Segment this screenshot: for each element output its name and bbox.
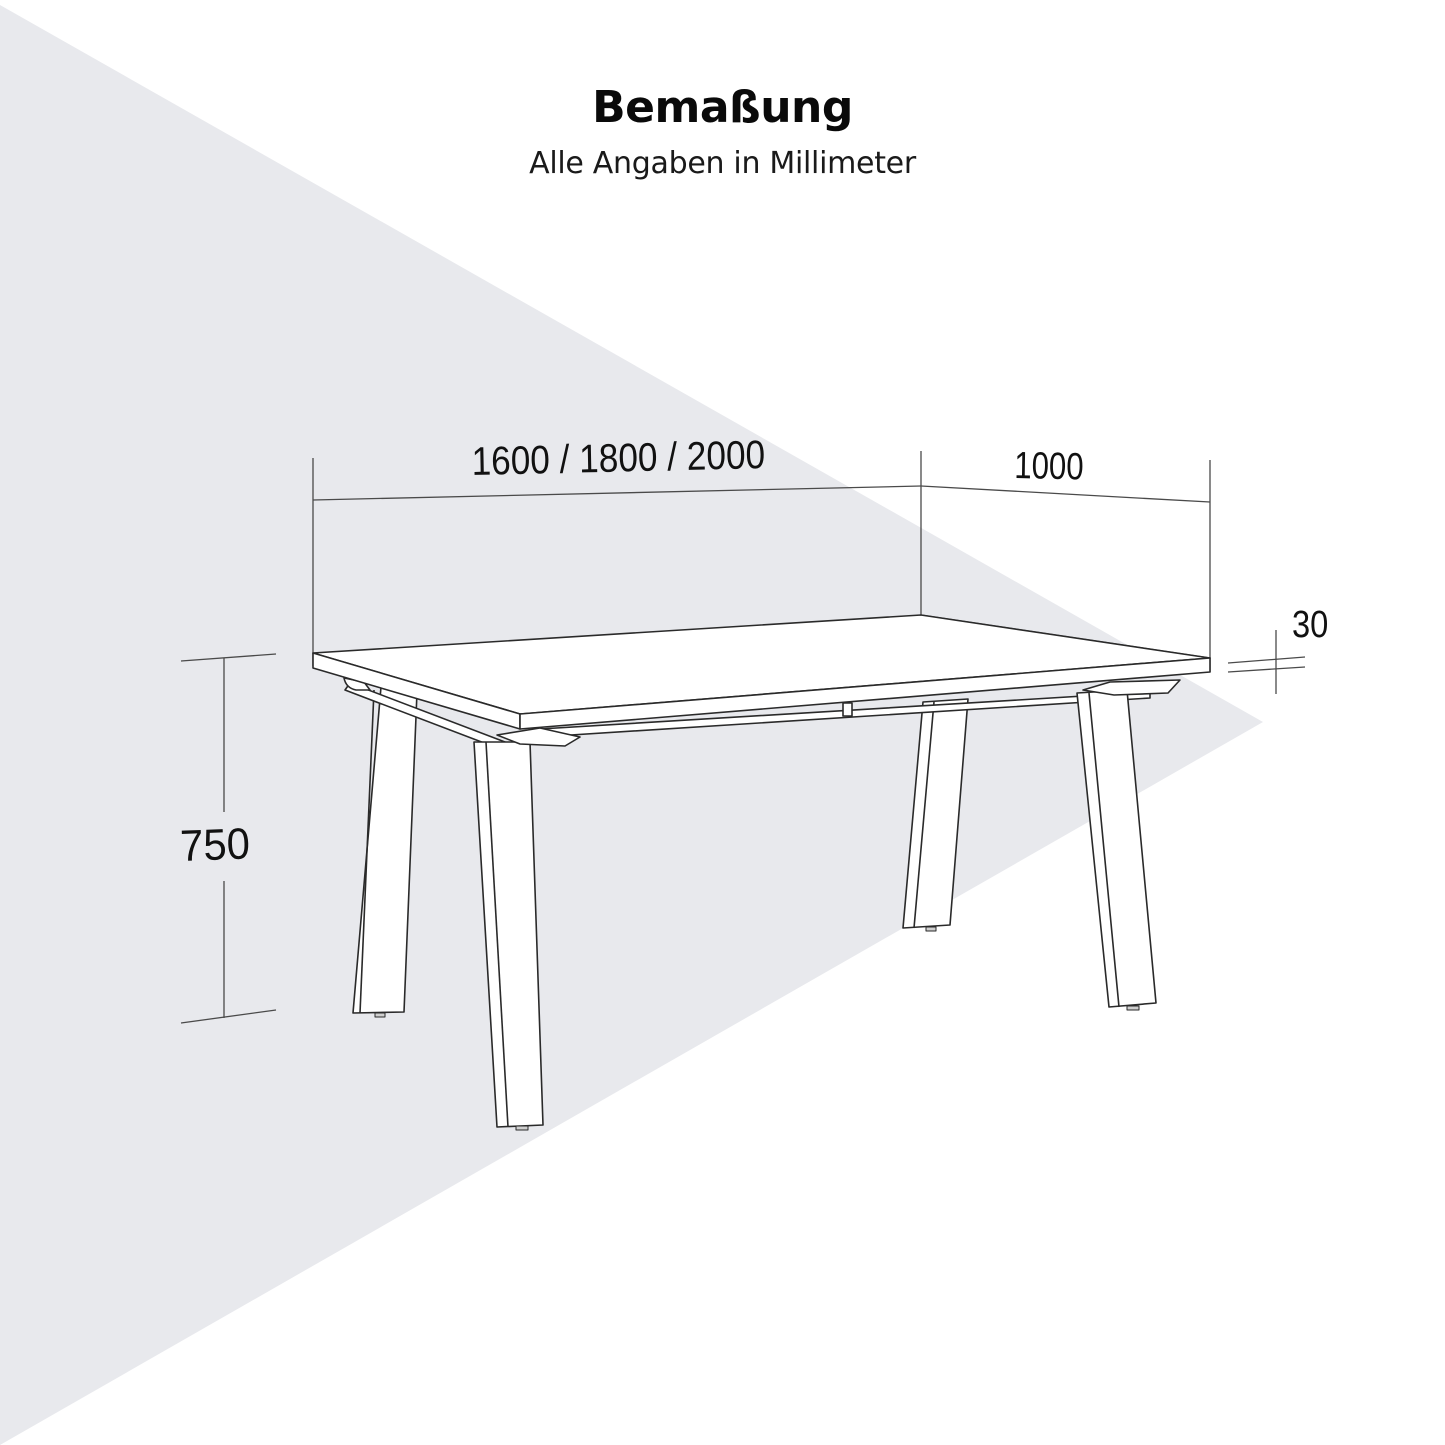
bracket-back-left bbox=[343, 677, 371, 691]
page-title: Bemaßung bbox=[592, 82, 853, 133]
thickness-dimension-label: 30 bbox=[1292, 604, 1329, 646]
height-dimension-label: 750 bbox=[179, 819, 251, 872]
table-top-edge-front bbox=[519, 657, 1211, 730]
bracket-front-right bbox=[1082, 679, 1181, 696]
depth-dimension-label: 1000 bbox=[1014, 445, 1084, 489]
dimension-lines bbox=[180, 451, 1306, 1024]
page-subtitle: Alle Angaben in Millimeter bbox=[529, 146, 916, 181]
table bbox=[312, 614, 1211, 1131]
width-dimension-label: 1600 / 1800 / 2000 bbox=[471, 433, 766, 485]
bracket-front-left bbox=[496, 727, 581, 747]
